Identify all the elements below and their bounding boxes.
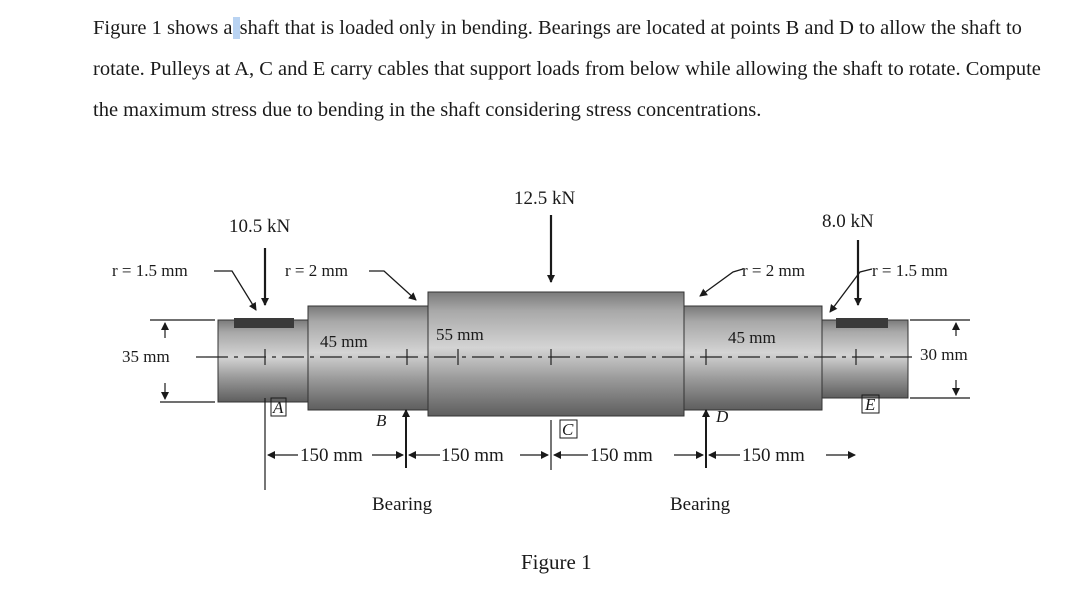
- span-cd-label: 150 mm: [590, 445, 653, 466]
- pulley-e-hub: [836, 318, 888, 328]
- diameter-center-label: 55 mm: [436, 325, 484, 344]
- diameter-end-dims: [150, 319, 970, 403]
- shaft-right-step: [683, 305, 823, 411]
- shaft-right-end: [821, 319, 909, 399]
- span-dims: [264, 398, 856, 490]
- point-b-label: B: [376, 411, 387, 430]
- radius-left-outer-label: r = 1.5 mm: [112, 261, 188, 280]
- problem-text-start: Figure 1 shows a: [93, 17, 233, 39]
- point-e-label: E: [864, 395, 876, 414]
- radius-right-outer-label: r = 1.5 mm: [872, 261, 948, 280]
- point-e-box: [861, 394, 880, 414]
- radius-right-inner-label: r = 2 mm: [742, 261, 805, 280]
- load-arrows: [261, 215, 862, 306]
- load-e-label: 8.0 kN: [822, 211, 874, 232]
- center-marks: [264, 349, 857, 365]
- shaft-left-end: [217, 319, 309, 403]
- span-bc-label: 150 mm: [441, 445, 504, 466]
- text-highlight: [232, 17, 240, 39]
- load-a-label: 10.5 kN: [229, 216, 291, 237]
- span-de-label: 150 mm: [742, 445, 805, 466]
- bearing-arrows: [402, 409, 710, 468]
- point-a-box: [270, 397, 287, 417]
- diameter-right-step-label: 45 mm: [728, 328, 776, 347]
- radius-left-inner-label: r = 2 mm: [285, 261, 348, 280]
- point-c-label: C: [562, 420, 574, 439]
- point-d-label: D: [715, 407, 729, 426]
- figure-caption: Figure 1: [521, 550, 592, 574]
- load-c-label: 12.5 kN: [514, 188, 576, 209]
- problem-text-rest: shaft that is loaded only in bending. Be…: [93, 17, 1041, 121]
- problem-statement: Figure 1 shows a shaft that is loaded on…: [93, 8, 1053, 131]
- shaft-left-step: [307, 305, 429, 411]
- point-c-box: [559, 419, 578, 439]
- bearing-d-label: Bearing: [670, 494, 731, 515]
- shaft-center: [427, 291, 685, 417]
- shaft-body: [217, 291, 909, 417]
- diameter-right-end-label: 30 mm: [920, 345, 968, 364]
- point-a-label: A: [272, 398, 284, 417]
- radius-leaders: [214, 268, 873, 313]
- pulley-a-hub: [234, 318, 294, 328]
- span-ab-label: 150 mm: [300, 445, 363, 466]
- diameter-left-end-label: 35 mm: [122, 347, 170, 366]
- diameter-left-step-label: 45 mm: [320, 332, 368, 351]
- bearing-b-label: Bearing: [372, 494, 433, 515]
